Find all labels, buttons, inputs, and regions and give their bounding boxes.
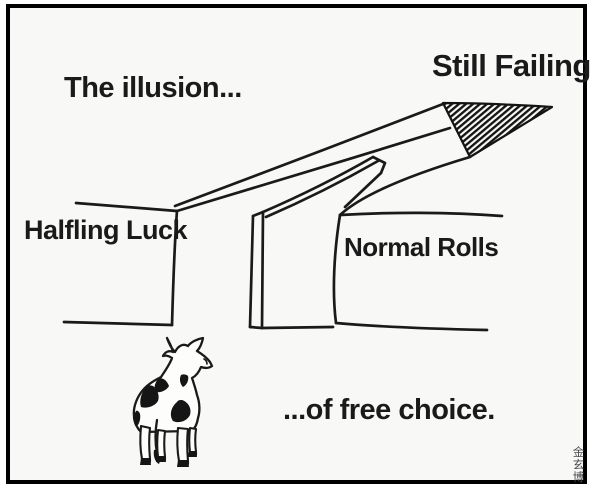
left-wall [62, 102, 452, 327]
cow-hooves [140, 451, 197, 467]
dark-hole [441, 101, 554, 159]
right-wall [332, 155, 504, 332]
artist-watermark: 金玄博 [571, 446, 584, 484]
cow-legs [139, 424, 198, 466]
caption-the-illusion: The illusion... [64, 72, 242, 104]
comic-frame-border [6, 4, 587, 484]
divider-wall [248, 155, 387, 330]
cow-spots [133, 374, 191, 427]
label-normal-rolls: Normal Rolls [344, 232, 499, 262]
caption-of-free-choice: ...of free choice. [283, 394, 495, 426]
cow-figure [132, 336, 214, 467]
cow-muzzle-line [203, 358, 208, 365]
label-halfling-luck: Halfling Luck [24, 215, 188, 245]
caption-still-failing: Still Failing [432, 48, 591, 83]
